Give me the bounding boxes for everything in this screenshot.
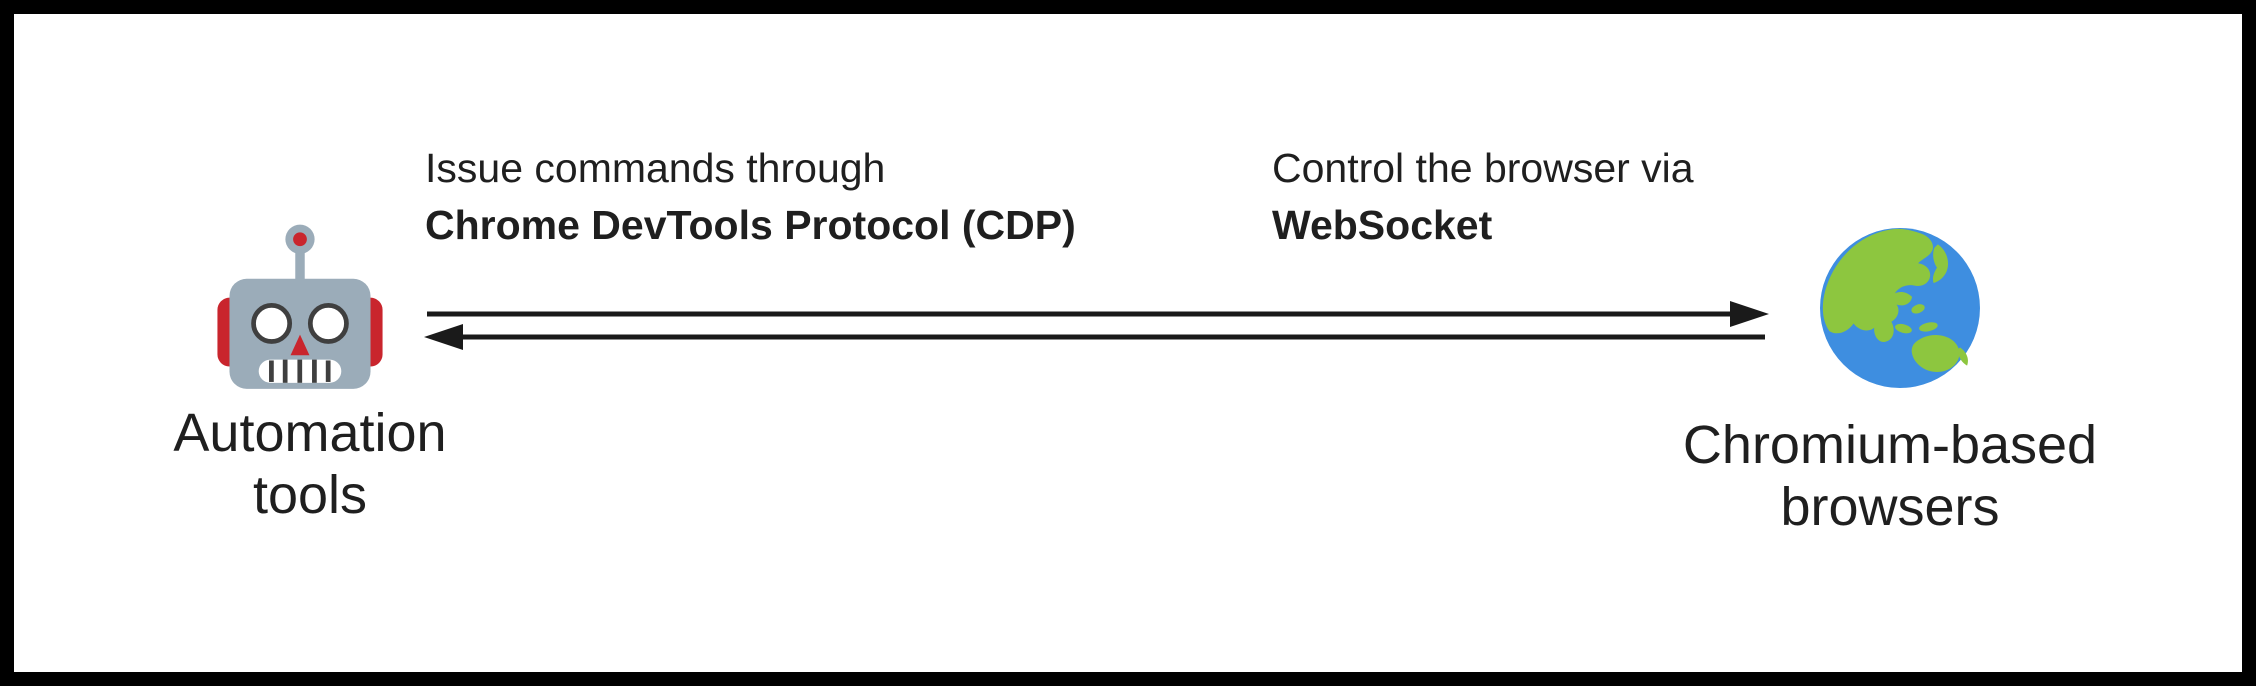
cdp-caption-line2: Chrome DevTools Protocol (CDP) bbox=[425, 202, 1076, 248]
chromium-browsers-label-line2: browsers bbox=[1780, 477, 2000, 537]
robot-antenna-light bbox=[293, 232, 307, 247]
automation-tools-label-line1: Automation bbox=[173, 403, 447, 463]
robot-tooth-bar bbox=[269, 360, 274, 382]
globe-land-asia bbox=[1822, 228, 1933, 343]
robot-icon bbox=[217, 224, 383, 389]
automation-tools-label: Automation tools bbox=[90, 402, 530, 526]
globe-land-australia bbox=[1911, 335, 1960, 372]
robot-tooth-bar bbox=[282, 359, 288, 383]
globe-land-japan bbox=[1932, 244, 1949, 284]
globe-island bbox=[1895, 323, 1912, 334]
robot-tooth-bar bbox=[325, 360, 331, 382]
globe-land-new-zealand bbox=[1957, 347, 1968, 366]
arrowhead-left bbox=[424, 324, 463, 350]
robot-teeth bbox=[269, 359, 331, 383]
robot-tooth-bar bbox=[312, 359, 317, 383]
bidirectional-arrows bbox=[424, 301, 1769, 350]
robot-antenna-stem bbox=[295, 246, 305, 288]
robot-tooth-bar bbox=[297, 359, 303, 383]
websocket-caption-line1: Control the browser via bbox=[1272, 145, 1694, 191]
robot-eye-left bbox=[251, 303, 293, 344]
globe-island bbox=[1911, 304, 1925, 314]
cdp-caption: Issue commands through Chrome DevTools P… bbox=[425, 140, 1076, 254]
arrowhead-right bbox=[1730, 301, 1769, 327]
websocket-caption-line2: WebSocket bbox=[1272, 202, 1493, 248]
automation-tools-label-line2: tools bbox=[252, 465, 368, 525]
chromium-browsers-label: Chromium-based browsers bbox=[1670, 414, 2110, 538]
websocket-caption: Control the browser via WebSocket bbox=[1272, 140, 1694, 254]
globe-asia-australia-icon bbox=[1820, 228, 1980, 388]
chromium-browsers-label-line1: Chromium-based bbox=[1682, 415, 2098, 475]
cdp-caption-line1: Issue commands through bbox=[425, 145, 886, 191]
robot-eye-right bbox=[307, 303, 349, 344]
globe-island bbox=[1919, 322, 1938, 332]
robot-nose bbox=[290, 334, 310, 356]
